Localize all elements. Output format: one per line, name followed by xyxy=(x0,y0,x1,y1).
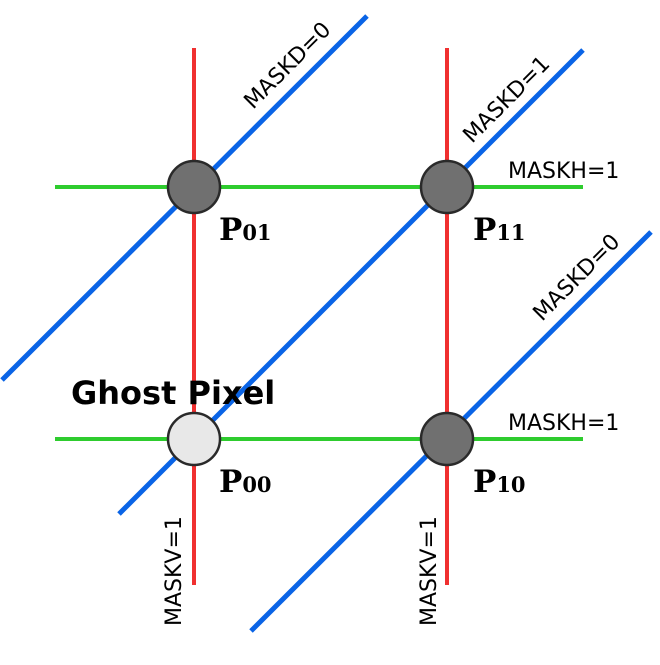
pixel-p00-ghost xyxy=(166,411,222,467)
point-label-p00: P00 xyxy=(219,464,272,500)
ghost-pixel-label: Ghost Pixel xyxy=(71,374,275,412)
point-label-p11: P11 xyxy=(473,212,526,248)
maskv-label-right: MASKV=1 xyxy=(417,516,442,626)
maskh-label-bottom: MASKH=1 xyxy=(508,411,619,436)
maskd-label-top-right: MASKD=1 xyxy=(459,52,556,149)
pixel-p10 xyxy=(419,411,475,467)
point-label-p10: P10 xyxy=(473,464,526,500)
maskh-label-top: MASKH=1 xyxy=(508,159,619,184)
maskv-label-left: MASKV=1 xyxy=(162,516,187,626)
pixel-p01 xyxy=(166,159,222,215)
maskd-label-right: MASKD=0 xyxy=(529,230,626,327)
maskd-label-top-left: MASKD=0 xyxy=(240,18,337,115)
pixel-p11 xyxy=(419,159,475,215)
point-label-p01: P01 xyxy=(219,212,272,248)
